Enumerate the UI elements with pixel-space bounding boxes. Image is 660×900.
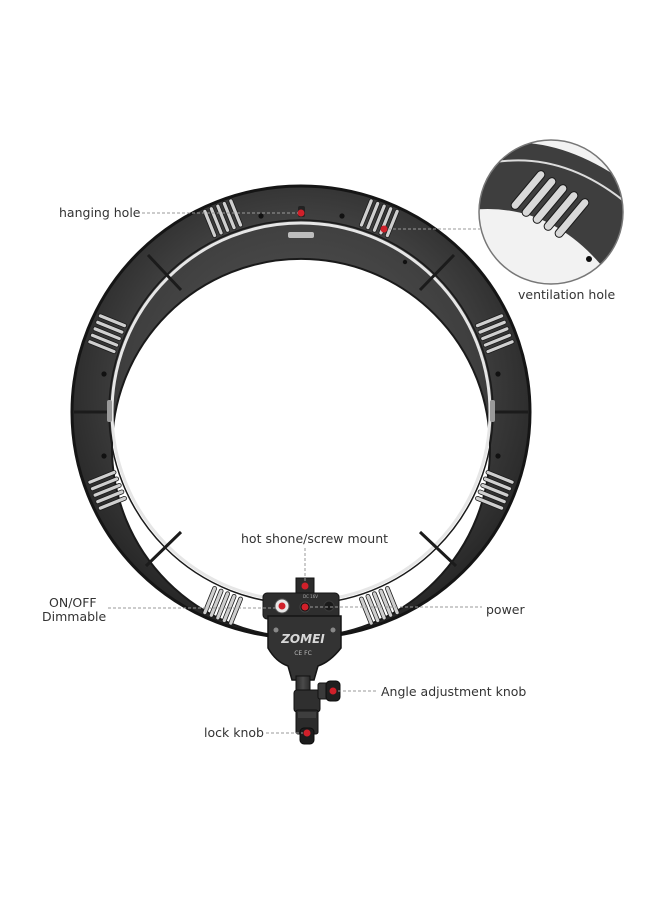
zoom-vent-slot [510, 170, 546, 210]
vent-slot [202, 208, 217, 238]
ring-body [71, 185, 532, 639]
bracket [293, 675, 341, 745]
vent-slot [482, 476, 512, 492]
vent-slot [95, 489, 125, 505]
vent-slot [485, 339, 515, 354]
control-panel: DC 16V [262, 577, 340, 620]
svg-text:DC 16V: DC 16V [303, 594, 318, 599]
vent-slot [378, 588, 394, 618]
power-marker [301, 603, 309, 611]
vent-slot [92, 326, 122, 341]
vent-slot [228, 198, 243, 228]
label-power: power [486, 602, 525, 617]
label-angle-knob: Angle adjustment knob [381, 684, 527, 699]
vent-slot [95, 319, 125, 335]
brand-logo: ZOMEI [280, 632, 325, 646]
on-off-marker [278, 602, 286, 610]
vent-slot [97, 496, 127, 511]
vent-group [202, 198, 243, 238]
zoom-vent-slot [521, 177, 557, 217]
vent-slot [208, 206, 224, 236]
vent-slot [87, 470, 117, 485]
zoom-vent-slot [554, 198, 590, 238]
label-hanging-hole: hanging hole [59, 205, 141, 220]
vent-slot [359, 198, 374, 228]
vent-group [475, 470, 515, 511]
label-ventilation-hole: ventilation hole [518, 287, 616, 302]
angle-knob-marker [329, 687, 337, 695]
label-on-off: ON/OFF [49, 595, 97, 610]
ring-holes [101, 213, 501, 459]
hanging-hole-marker [297, 209, 305, 217]
mount-plate: ZOMEI CE FC [267, 615, 342, 681]
vent-slot [215, 203, 230, 233]
vent-slot [202, 586, 217, 616]
vent-slot [92, 483, 122, 498]
vent-slot [482, 332, 512, 348]
vent-slot [480, 483, 510, 498]
vent-slot [359, 596, 374, 626]
cert-marks: CE FC [294, 650, 312, 657]
lock-knob-marker [303, 729, 311, 737]
vent-slot [475, 496, 505, 511]
vent-slot [385, 208, 400, 238]
ventilation-slots [87, 198, 515, 626]
ventilation-zoom-inset [478, 139, 624, 285]
vent-slot [208, 588, 224, 618]
vent-slot [372, 203, 387, 233]
vent-slot [485, 470, 515, 485]
vent-slot [365, 593, 381, 623]
ventilation-marker [380, 225, 388, 233]
vent-group [202, 586, 243, 626]
zoom-vent-slot [532, 184, 568, 224]
vent-slot [475, 313, 505, 328]
vent-slot [90, 476, 120, 492]
vent-slot [480, 326, 510, 341]
ring-light [70, 184, 532, 640]
vent-group [359, 198, 400, 238]
vent-slot [477, 489, 507, 505]
vent-slot [385, 586, 400, 616]
leader-lines [108, 212, 482, 734]
zoom-vent-slot [543, 191, 579, 231]
vent-group [87, 470, 127, 511]
vent-slot [87, 339, 117, 354]
vent-slot [477, 319, 507, 335]
vent-group [359, 586, 400, 626]
vent-slot [215, 591, 230, 621]
vent-group [475, 313, 515, 354]
vent-slot [97, 313, 127, 328]
vent-slot [221, 201, 237, 231]
vent-slot [365, 201, 381, 231]
segment-dividers [74, 253, 528, 568]
vent-group [87, 313, 127, 354]
label-dimmable: Dimmable [42, 609, 107, 624]
label-hot-shoe-mount: hot shone/screw mount [241, 531, 389, 546]
hot-shoe-marker [301, 582, 309, 590]
vent-slot [90, 332, 120, 348]
label-lock-knob: lock knob [204, 725, 264, 740]
vent-slot [228, 596, 243, 626]
